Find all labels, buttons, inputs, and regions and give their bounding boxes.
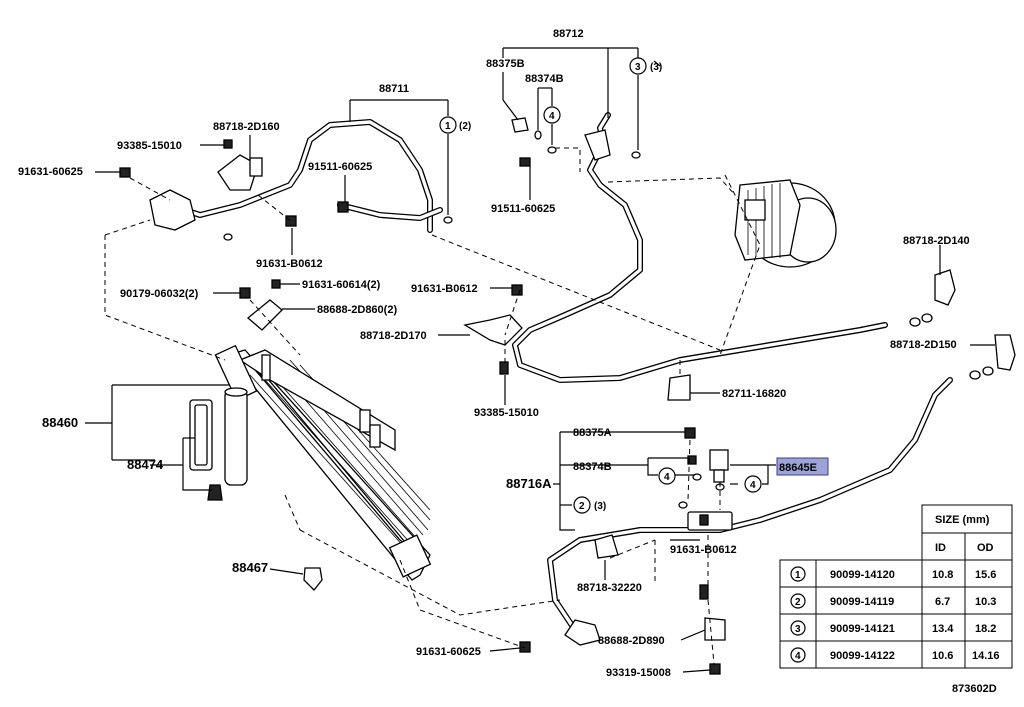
label-88718-2D140[interactable]: 88718-2D140: [903, 235, 970, 247]
row-1-od: 15.6: [975, 569, 996, 581]
label-82711-16820[interactable]: 82711-16820: [722, 388, 786, 400]
label-90179-06032[interactable]: 90179-06032(2): [120, 288, 199, 300]
label-93385-15010-b[interactable]: 93385-15010: [474, 407, 539, 419]
label-88474[interactable]: 88474: [127, 457, 164, 472]
circle-4c-label: 4: [750, 480, 756, 491]
label-88716A[interactable]: 88716A: [506, 476, 552, 491]
label-88711[interactable]: 88711: [379, 83, 409, 95]
size-table-row: 3 90099-14121 13.4 18.2: [790, 620, 996, 636]
size-table-row: 2 90099-14119 6.7 10.3: [790, 593, 996, 609]
highlight-88645E: [776, 457, 829, 476]
size-table-title: SIZE (mm): [935, 514, 990, 526]
label-88712[interactable]: 88712: [553, 28, 584, 40]
labels: 88712 88375B 88374B 3 (3) 4 88711 1 (2) …: [18, 28, 997, 695]
label-91631-60625-a[interactable]: 91631-60625: [18, 166, 83, 178]
row-1-ref: 1: [795, 570, 801, 581]
label-88375B[interactable]: 88375B: [486, 58, 525, 70]
leader-lines: [85, 47, 995, 673]
ref-2-suffix: (2): [459, 121, 471, 132]
row-3-od: 18.2: [975, 623, 996, 635]
label-88374B-2[interactable]: 88374B: [573, 461, 612, 473]
circle-1-label: 1: [445, 121, 451, 132]
circle-4a-label: 4: [549, 111, 555, 122]
row-2-part[interactable]: 90099-14119: [830, 596, 894, 608]
label-88467[interactable]: 88467: [232, 560, 268, 575]
pipes: [167, 112, 953, 633]
dashed-lines: [104, 147, 761, 665]
row-4-ref: 4: [795, 651, 801, 662]
row-2-od: 10.3: [975, 596, 996, 608]
compressor[interactable]: [734, 179, 837, 268]
size-table-row: 4 90099-14122 10.6 14.16: [790, 647, 1000, 663]
label-91511-60625-b[interactable]: 91511-60625: [491, 203, 555, 215]
circle-3-label: 3: [635, 62, 641, 73]
ref-circles: [439, 57, 762, 514]
label-88375A[interactable]: 88375A: [573, 427, 612, 439]
label-88460[interactable]: 88460: [42, 415, 78, 430]
diagram-code: 873602D: [952, 683, 997, 695]
size-table-col-id: ID: [935, 542, 946, 554]
label-88718-32220[interactable]: 88718-32220: [577, 582, 642, 594]
receiver-88474[interactable]: [189, 387, 248, 501]
label-88374B[interactable]: 88374B: [525, 73, 564, 85]
ref-3-suffix: (3): [650, 62, 662, 73]
label-91631-B0612-c[interactable]: 91631-B0612: [670, 544, 737, 556]
size-table: SIZE (mm) ID OD 1 90099-14120 10.8 15.6 …: [779, 504, 1013, 669]
row-4-id: 10.6: [932, 650, 953, 662]
label-91631-60614[interactable]: 91631-60614(2): [302, 279, 381, 291]
label-88718-2D150[interactable]: 88718-2D150: [890, 339, 957, 351]
label-91511-60625-a[interactable]: 91511-60625: [308, 161, 372, 173]
label-88688-2D860[interactable]: 88688-2D860(2): [317, 304, 397, 316]
label-88718-2D160[interactable]: 88718-2D160: [213, 121, 280, 133]
label-91631-B0612-b[interactable]: 91631-B0612: [411, 283, 478, 295]
label-88688-2D890[interactable]: 88688-2D890: [598, 635, 665, 647]
size-table-row: 1 90099-14120 10.8 15.6: [790, 566, 996, 582]
cushion-88467[interactable]: [303, 567, 323, 591]
ref-3b-suffix: (3): [594, 501, 606, 512]
label-88718-2D170[interactable]: 88718-2D170: [360, 330, 427, 342]
circle-4b-label: 4: [664, 472, 670, 483]
circle-2-label: 2: [579, 501, 585, 512]
row-3-id: 13.4: [932, 623, 954, 635]
row-2-id: 6.7: [935, 596, 950, 608]
row-1-id: 10.8: [932, 569, 953, 581]
row-1-part[interactable]: 90099-14120: [830, 569, 895, 581]
row-3-part[interactable]: 90099-14121: [830, 623, 895, 635]
label-88645E[interactable]: 88645E: [779, 462, 817, 474]
block-joint[interactable]: [687, 449, 733, 531]
label-93319-15008[interactable]: 93319-15008: [606, 667, 671, 679]
size-table-col-od: OD: [977, 542, 994, 554]
row-3-ref: 3: [795, 624, 801, 635]
label-93385-15010-a[interactable]: 93385-15010: [117, 140, 182, 152]
row-4-od: 14.16: [972, 650, 1000, 662]
label-91631-B0612-a[interactable]: 91631-B0612: [256, 258, 323, 270]
row-4-part[interactable]: 90099-14122: [830, 650, 895, 662]
row-2-ref: 2: [795, 597, 801, 608]
label-91631-60625-b[interactable]: 91631-60625: [416, 646, 481, 658]
condenser-88460[interactable]: [214, 344, 432, 581]
